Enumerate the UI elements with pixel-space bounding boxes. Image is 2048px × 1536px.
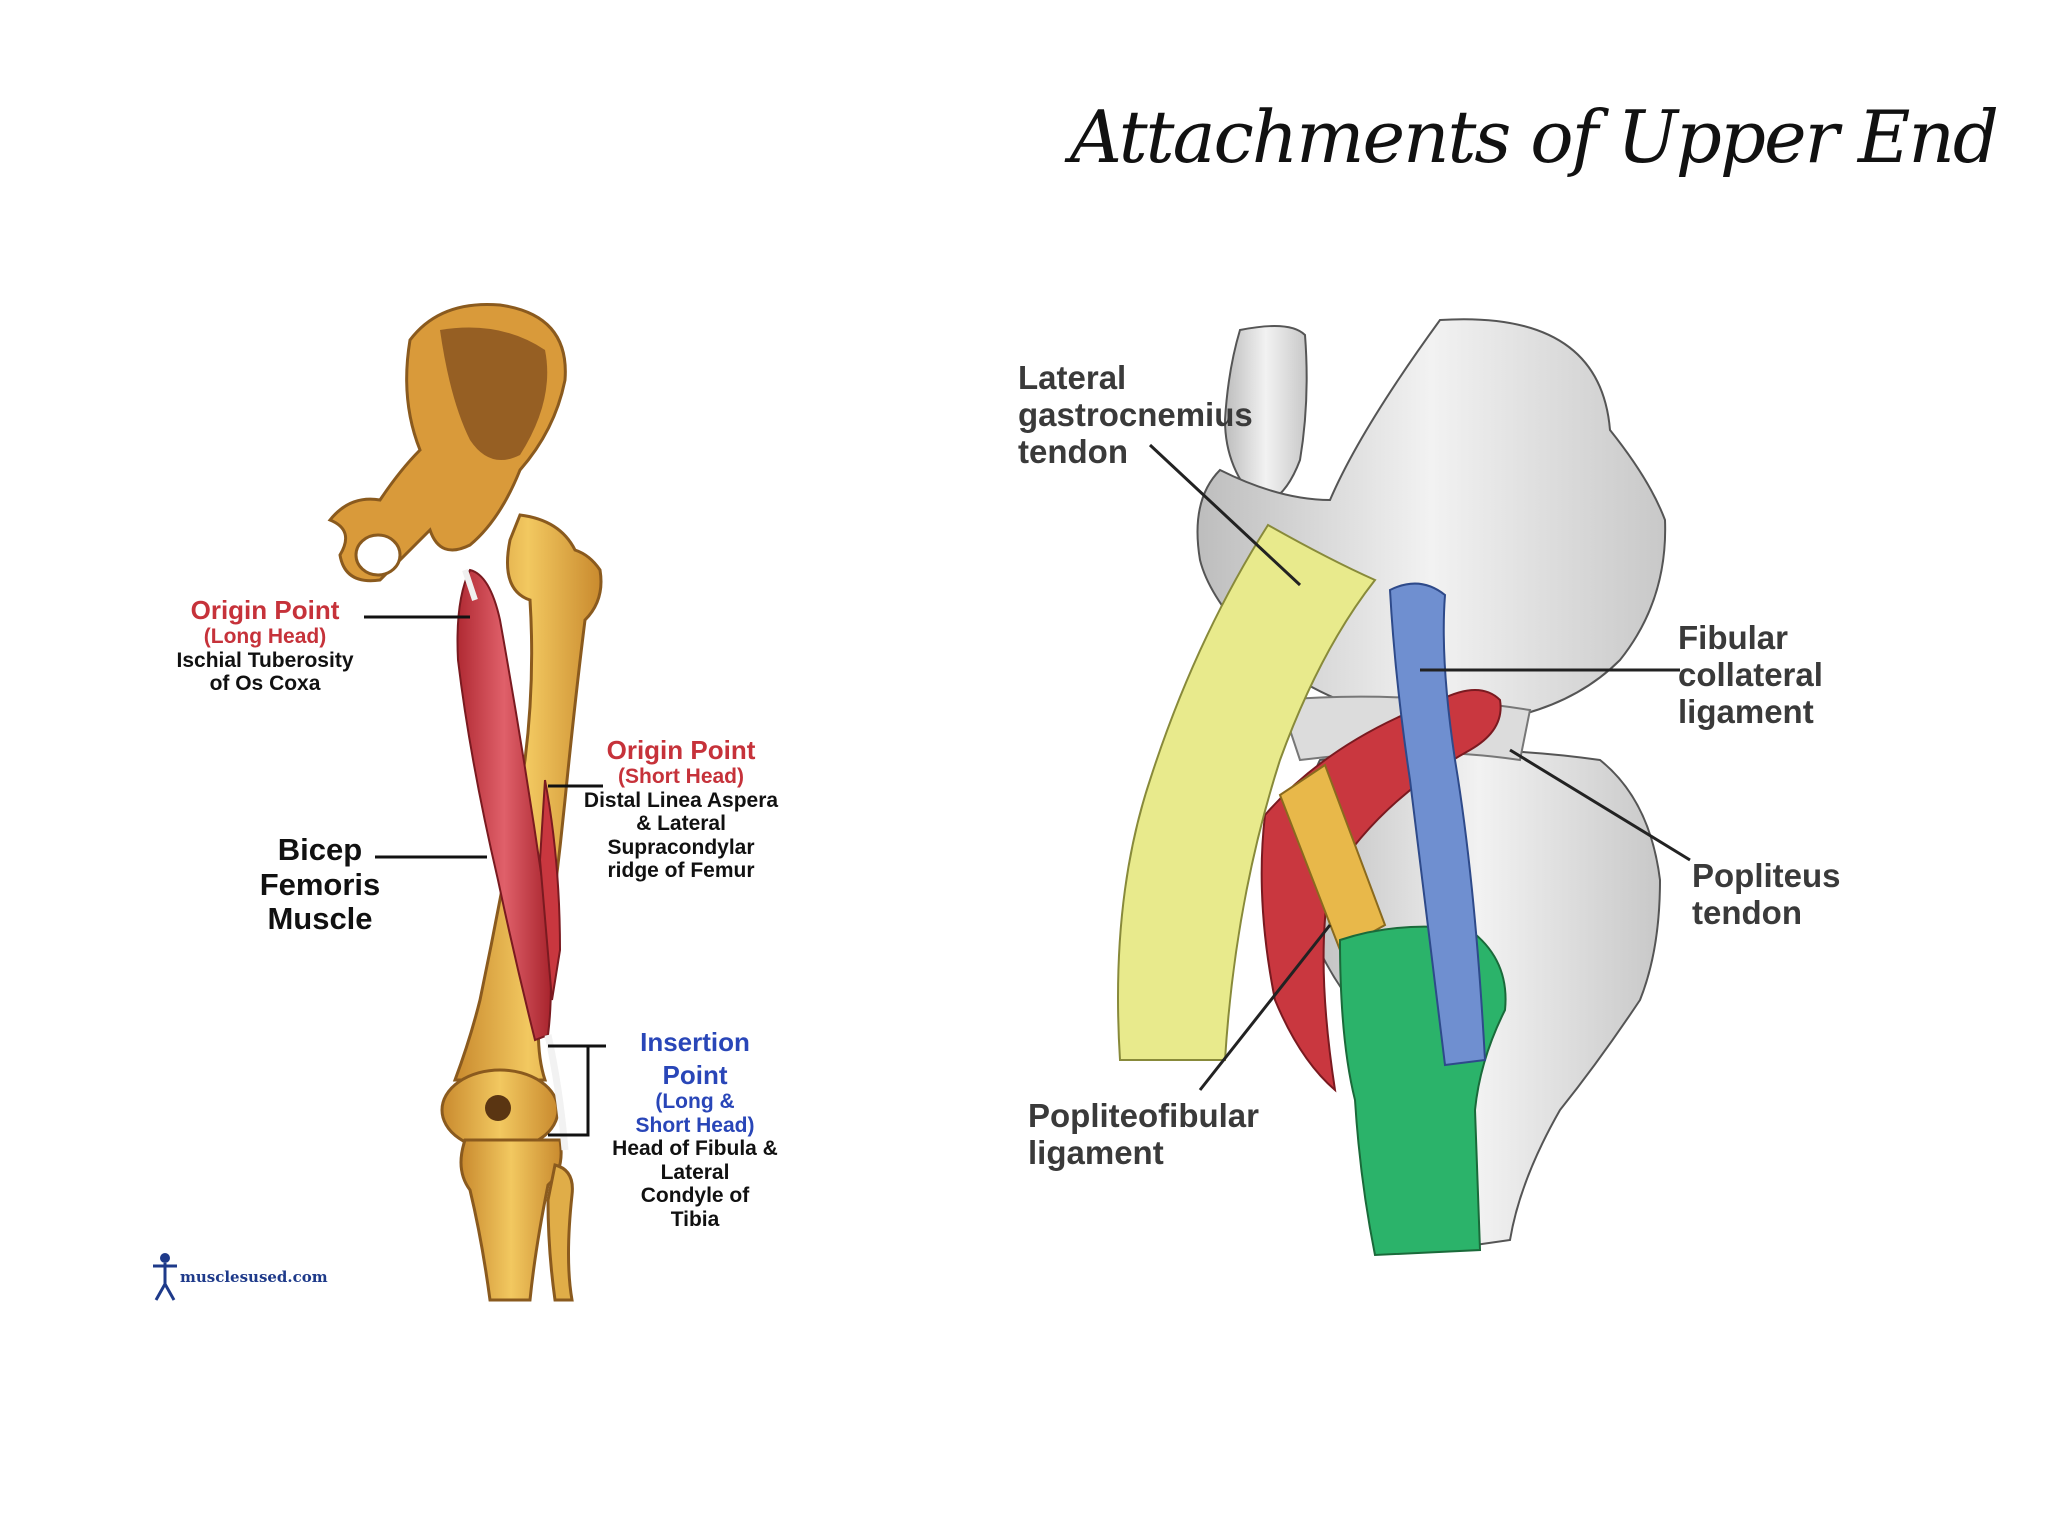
insertion-heading2: Point <box>662 1060 728 1091</box>
watermark-text: musclesused.com <box>180 1268 328 1286</box>
origin-long-head-label: Origin Point (Long Head) Ischial Tuberos… <box>150 595 380 696</box>
fibular-collateral-label: Fibular collateral ligament <box>1678 619 1823 731</box>
tibia-fibula-drawing <box>459 1138 574 1302</box>
origin-long-line1: Ischial Tuberosity <box>176 648 354 672</box>
popliteofibular-ligament-drawing <box>1278 763 1387 952</box>
fibular-collateral-ligament-drawing <box>1388 582 1487 1067</box>
origin-short-heading: Origin Point <box>606 735 756 765</box>
left-leader-lines <box>364 615 606 1137</box>
stick-figure-logo-icon <box>153 1253 177 1301</box>
origin-short-line4: ridge of Femur <box>607 859 755 883</box>
insertion-heading1: Insertion <box>640 1027 750 1057</box>
insertion-line1: Head of Fibula & <box>612 1137 778 1161</box>
insertion-line3: Condyle of <box>640 1184 750 1208</box>
lateral-gastrocnemius-label: Lateral gastrocnemius tendon <box>1018 359 1253 471</box>
origin-short-head-label: Origin Point (Short Head) Distal Linea A… <box>566 735 796 883</box>
fibular-line3: ligament <box>1678 692 1814 730</box>
fibular-line2: collateral <box>1678 655 1823 693</box>
popliteofibular-line1: Popliteofibular <box>1028 1097 1259 1134</box>
origin-short-line3: Supracondylar <box>607 835 755 859</box>
muscle-line1: Bicep <box>277 832 363 867</box>
insertion-sub1: (Long & <box>655 1090 735 1114</box>
popliteus-tendon-label: Popliteus tendon <box>1692 857 1841 932</box>
popliteofibular-ligament-label: Popliteofibular ligament <box>1028 1097 1259 1172</box>
slide-title: Attachments of Upper End <box>1070 95 1999 179</box>
muscle-line2: Femoris <box>259 866 381 902</box>
muscle-line3: Muscle <box>267 901 373 937</box>
popliteus-line1: Popliteus <box>1692 857 1841 894</box>
insertion-sub2: Short Head) <box>635 1113 755 1137</box>
bicep-femoris-label: Bicep Femoris Muscle <box>240 832 400 937</box>
origin-long-line2: of Os Coxa <box>209 672 321 696</box>
origin-short-sub: (Short Head) <box>618 765 744 789</box>
popliteus-line2: tendon <box>1692 893 1802 931</box>
gastrocnemius-line2: gastrocnemius <box>1018 395 1253 433</box>
insertion-line4: Tibia <box>670 1207 720 1231</box>
origin-long-heading: Origin Point <box>190 595 340 625</box>
insertion-line2: Lateral <box>660 1160 730 1184</box>
origin-long-sub: (Long Head) <box>203 625 327 649</box>
gastrocnemius-tendon-drawing <box>1117 523 1377 1061</box>
popliteofibular-line2: ligament <box>1028 1133 1164 1171</box>
right-leader-lines <box>1148 443 1691 1091</box>
fibular-line1: Fibular <box>1678 619 1789 656</box>
gastrocnemius-line1: Lateral <box>1018 359 1127 396</box>
hip-bone-drawing <box>327 302 567 583</box>
origin-short-line1: Distal Linea Aspera <box>583 788 779 812</box>
insertion-point-label: Insertion Point (Long & Short Head) Head… <box>580 1027 810 1231</box>
gastrocnemius-line3: tendon <box>1018 432 1128 470</box>
origin-short-line2: & Lateral <box>636 812 726 836</box>
